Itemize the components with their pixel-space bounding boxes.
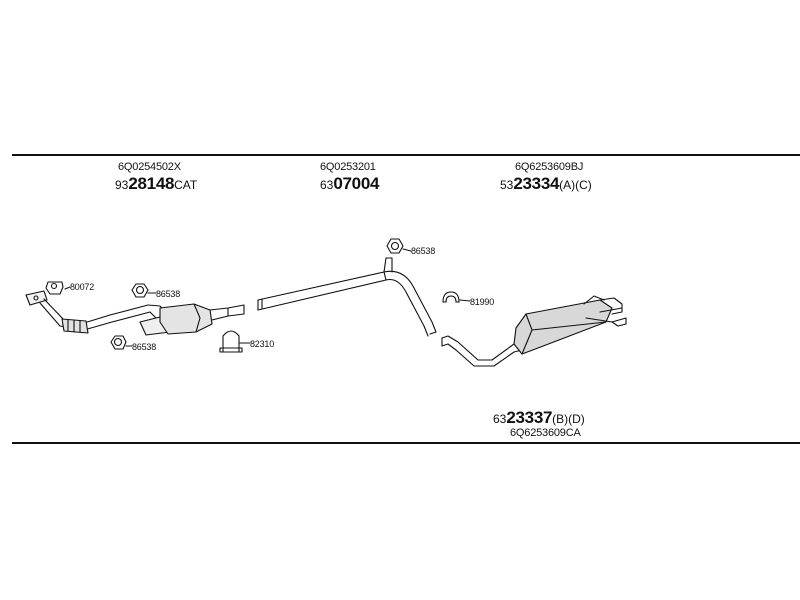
rear-silencer-b-oem-label: 6Q6253609CA	[510, 427, 581, 439]
middle-pipe-oem-label: 6Q0253201	[320, 161, 376, 173]
catalytic-number: 28148	[128, 174, 175, 193]
catalytic-prefix: 93	[115, 178, 129, 192]
catalytic-part-number[interactable]: 9328148CAT	[115, 174, 197, 194]
rear-silencer-a-suffix: (A)(C)	[559, 178, 592, 192]
clamp-left-bottom-label[interactable]: 86538	[132, 342, 157, 352]
hanger-label[interactable]: 81990	[470, 297, 495, 307]
clamp-mid-label[interactable]: 86538	[411, 246, 436, 256]
gasket-label[interactable]: 80072	[70, 282, 95, 292]
rear-silencer-b-prefix: 63	[493, 412, 507, 426]
hanger-leader	[459, 299, 471, 302]
catalytic-oem-label: 6Q0254502X	[118, 161, 181, 173]
gasket-part[interactable]	[45, 281, 64, 295]
middle-pipe-part[interactable]	[257, 257, 437, 337]
rear-silencer-a-prefix: 53	[500, 178, 514, 192]
hanger-part[interactable]	[442, 291, 460, 303]
u-bolt-part[interactable]	[219, 330, 243, 353]
gasket-leader	[64, 286, 71, 290]
bottom-divider	[12, 442, 800, 444]
catalytic-converter-part[interactable]	[139, 303, 245, 336]
rear-silencer-b-suffix: (B)(D)	[552, 412, 585, 426]
rear-silencer-a-oem-label: 6Q6253609BJ	[515, 161, 584, 173]
clamp-left-top-part[interactable]	[131, 283, 149, 298]
clamp-left-bottom-part[interactable]	[110, 335, 127, 350]
clamp-left-top-label[interactable]: 86538	[156, 289, 181, 299]
rear-silencer-b-number: 23337	[506, 408, 553, 427]
clamp-mid-leader	[402, 248, 412, 252]
top-divider	[12, 154, 800, 156]
rear-silencer-a-part-number[interactable]: 5323334(A)(C)	[500, 174, 592, 194]
catalytic-suffix: CAT	[174, 178, 198, 192]
u-bolt-label[interactable]: 82310	[250, 339, 275, 349]
clamp-mid-part[interactable]	[386, 238, 404, 254]
rear-silencer-b-part-number[interactable]: 6323337(B)(D)	[493, 408, 585, 428]
rear-silencer-a-number: 23334	[513, 174, 560, 193]
middle-pipe-prefix: 63	[320, 178, 334, 192]
middle-pipe-part-number[interactable]: 6307004	[320, 174, 379, 194]
middle-pipe-number: 07004	[333, 174, 380, 193]
rear-silencer-part[interactable]	[441, 295, 627, 367]
